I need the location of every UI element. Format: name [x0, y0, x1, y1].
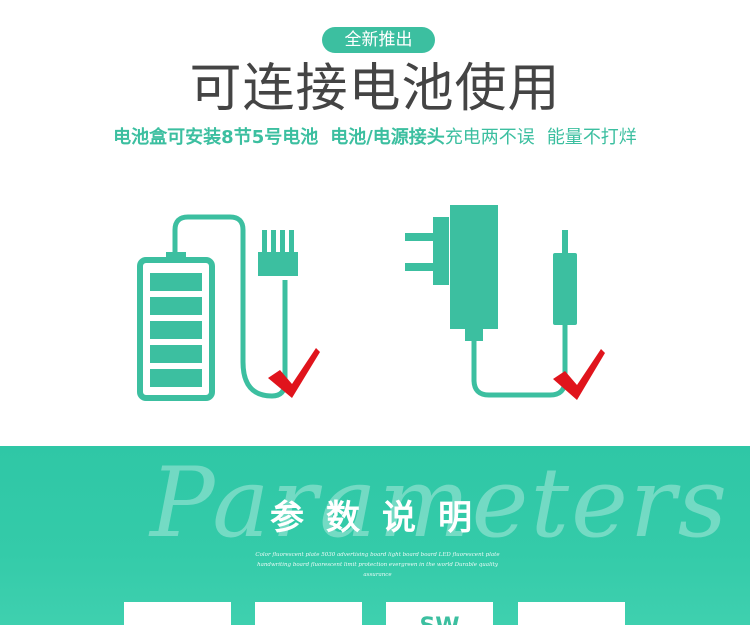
- power-adapter-icon: [405, 205, 605, 400]
- page-title: 可连接电池使用: [189, 59, 561, 119]
- param-box-3: SW: [386, 602, 493, 625]
- new-badge: 全新推出: [322, 27, 435, 53]
- subtitle-part-1: 电池盒可安装8节5号电池: [113, 127, 319, 148]
- param-box-4: [518, 602, 625, 625]
- subtitle-part-5: 不打烊: [582, 127, 637, 148]
- section-title: 参数说明: [270, 498, 494, 538]
- subtitle-part-3: 充电两不误: [444, 127, 535, 148]
- section-caption: Color fluorescent plate 5030 advertising…: [255, 552, 500, 578]
- param-value: SW: [387, 615, 492, 625]
- param-box-1: [124, 602, 231, 625]
- subtitle-part-2: 电池/电源接头: [330, 127, 445, 148]
- param-box-2: [255, 602, 362, 625]
- parameters-section: Parameters 参数说明 Color fluorescent plate …: [0, 446, 750, 625]
- battery-box-icon: [137, 214, 320, 401]
- feature-subtitle: 电池盒可安装8节5号电池电池/电源接头充电两不误能量不打烊: [0, 124, 750, 152]
- subtitle-part-4: 能量: [546, 127, 583, 148]
- feature-section: 全新推出 可连接电池使用 电池盒可安装8节5号电池电池/电源接头充电两不误能量不…: [0, 27, 750, 401]
